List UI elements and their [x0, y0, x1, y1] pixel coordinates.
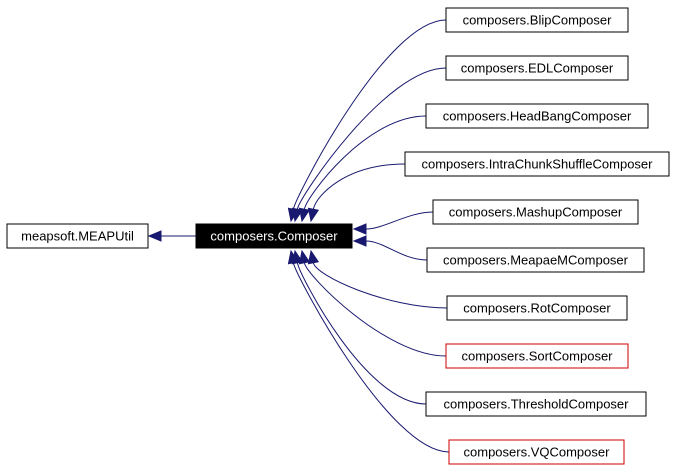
- node-composers-sortcomposer[interactable]: composers.SortComposer: [445, 343, 629, 369]
- edge-composers-thresholdcomposer-line: [296, 262, 427, 405]
- node-composers-headbangcomposer-label: composers.HeadBangComposer: [443, 109, 632, 124]
- edge-composers-rotcomposer: [307, 249, 448, 309]
- node-composers-intrachunkshufflecomposer[interactable]: composers.IntraChunkShuffleComposer: [404, 151, 670, 177]
- node-composers-mashupcomposer-box: [432, 199, 639, 225]
- node-composers-rotcomposer-box: [446, 295, 628, 321]
- node-composers-intrachunkshufflecomposer-label: composers.IntraChunkShuffleComposer: [422, 157, 654, 172]
- node-composers-edlcomposer-label: composers.EDLComposer: [461, 61, 614, 76]
- edge-composers-edlcomposer: [291, 67, 447, 223]
- node-composers-mashupcomposer[interactable]: composers.MashupComposer: [432, 199, 639, 225]
- node-composers-rotcomposer[interactable]: composers.RotComposer: [446, 295, 628, 321]
- edge-composers-headbangcomposer-line: [303, 115, 427, 210]
- edge-composers-rotcomposer-line: [312, 262, 448, 309]
- edge-composers-headbangcomposer: [298, 115, 427, 223]
- edge-composers-mashupcomposer-arrowhead: [352, 223, 367, 235]
- node-composers-thresholdcomposer-label: composers.ThresholdComposer: [444, 397, 630, 412]
- edge-composers-intrachunkshufflecomposer: [307, 163, 406, 223]
- edge-composers-blipcomposer: [287, 19, 447, 223]
- node-composers-headbangcomposer[interactable]: composers.HeadBangComposer: [425, 103, 649, 129]
- node-composers-meapaemcomposer-box: [426, 247, 645, 273]
- node-composers-thresholdcomposer[interactable]: composers.ThresholdComposer: [425, 391, 647, 417]
- edge-composers-edlcomposer-line: [296, 67, 447, 210]
- node-base-class[interactable]: meapsoft.MEAPUtil: [6, 223, 149, 249]
- edge-composers-mashupcomposer-line: [365, 211, 434, 230]
- edge-composers-meapaemcomposer-arrowhead: [352, 235, 367, 247]
- edge-composers-intrachunkshufflecomposer-arrowhead: [307, 207, 320, 223]
- node-composers-sortcomposer-label: composers.SortComposer: [462, 349, 614, 364]
- edge-composers-mashupcomposer: [352, 211, 434, 235]
- edge-focus-to-base-arrowhead: [147, 230, 162, 242]
- edge-focus-to-base: [147, 230, 196, 242]
- node-composers-blipcomposer-box: [445, 7, 629, 33]
- edge-composers-sortcomposer-line: [303, 262, 447, 357]
- edge-composers-rotcomposer-arrowhead: [307, 249, 320, 265]
- node-focus-class-box: [195, 223, 353, 249]
- edge-composers-vqcomposer: [287, 249, 450, 453]
- node-composers-vqcomposer-box: [448, 439, 625, 465]
- node-composers-sortcomposer-box: [445, 343, 629, 369]
- node-focus-class: composers.Composer: [195, 223, 353, 249]
- edge-composers-intrachunkshufflecomposer-line: [312, 163, 406, 210]
- node-composers-meapaemcomposer[interactable]: composers.MeapaeMComposer: [426, 247, 645, 273]
- node-composers-headbangcomposer-box: [425, 103, 649, 129]
- node-composers-intrachunkshufflecomposer-box: [404, 151, 670, 177]
- node-composers-mashupcomposer-label: composers.MashupComposer: [449, 205, 623, 220]
- edge-composers-meapaemcomposer: [352, 235, 428, 261]
- node-composers-rotcomposer-label: composers.RotComposer: [463, 301, 611, 316]
- edge-composers-thresholdcomposer: [291, 249, 427, 405]
- node-composers-vqcomposer-label: composers.VQComposer: [464, 445, 611, 460]
- edge-composers-meapaemcomposer-line: [365, 240, 428, 261]
- edge-composers-vqcomposer-line: [292, 262, 450, 453]
- node-composers-thresholdcomposer-box: [425, 391, 647, 417]
- node-base-class-label: meapsoft.MEAPUtil: [21, 229, 134, 244]
- node-base-class-box: [6, 223, 149, 249]
- node-composers-blipcomposer[interactable]: composers.BlipComposer: [445, 7, 629, 33]
- node-composers-meapaemcomposer-label: composers.MeapaeMComposer: [443, 253, 629, 268]
- edge-composers-vqcomposer-arrowhead: [287, 249, 300, 265]
- edge-composers-blipcomposer-line: [292, 19, 447, 210]
- node-composers-edlcomposer[interactable]: composers.EDLComposer: [445, 55, 629, 81]
- node-composers-vqcomposer[interactable]: composers.VQComposer: [448, 439, 625, 465]
- node-composers-edlcomposer-box: [445, 55, 629, 81]
- node-focus-class-label: composers.Composer: [210, 229, 338, 244]
- edge-composers-headbangcomposer-arrowhead: [298, 207, 311, 223]
- node-composers-blipcomposer-label: composers.BlipComposer: [463, 13, 613, 28]
- edge-composers-sortcomposer: [298, 249, 447, 357]
- subclass-nodes: composers.BlipComposer composers.EDLCompo…: [404, 7, 670, 465]
- inheritance-edges: [147, 19, 450, 453]
